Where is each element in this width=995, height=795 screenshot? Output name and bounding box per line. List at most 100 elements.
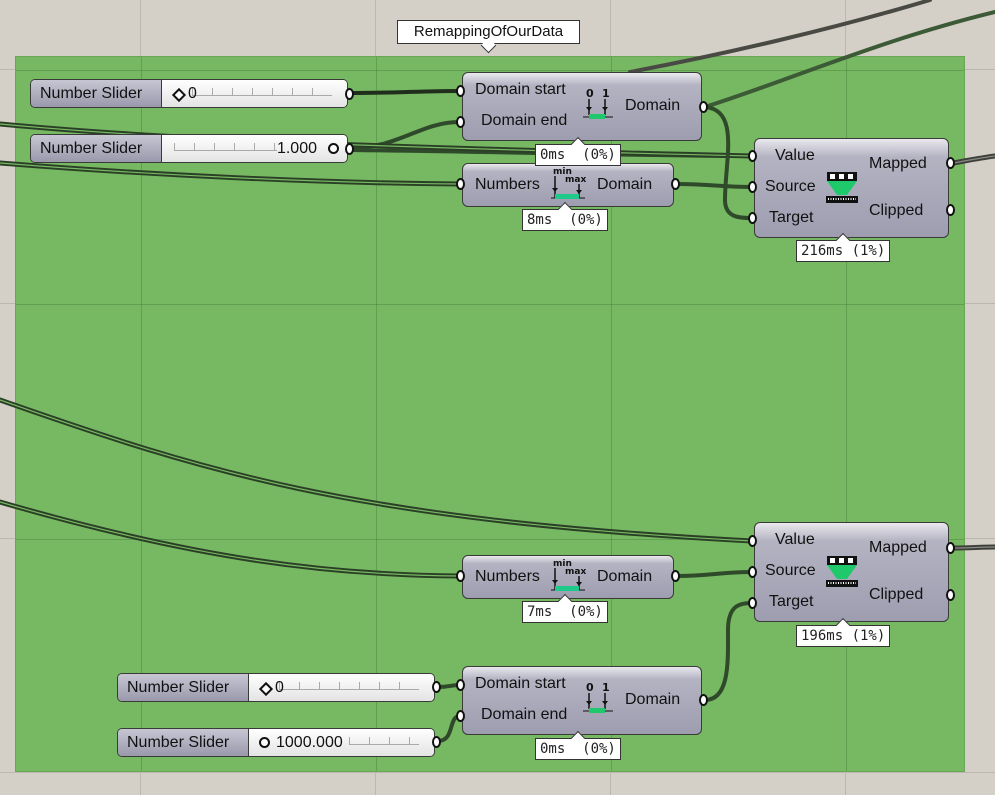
grid-line <box>611 57 612 771</box>
bounds-icon: min max <box>551 559 586 591</box>
bounds-component[interactable]: Numbers Domain min max <box>462 163 674 207</box>
slider-track[interactable]: 0 <box>162 80 347 107</box>
input-value: Value <box>775 147 815 164</box>
input-source: Source <box>765 178 816 195</box>
bounds-component[interactable]: Numbers Domain min max <box>462 555 674 599</box>
input-numbers: Numbers <box>475 176 540 193</box>
slider-handle-circle-icon[interactable] <box>259 737 270 748</box>
output-port[interactable] <box>432 736 441 748</box>
output-mapped: Mapped <box>869 539 927 556</box>
input-port[interactable] <box>748 535 757 547</box>
output-port[interactable] <box>432 681 441 693</box>
svg-text:0: 0 <box>586 681 594 694</box>
grid-line <box>376 57 377 771</box>
grid-line <box>846 57 847 771</box>
svg-text:max: max <box>565 567 586 577</box>
svg-text:max: max <box>565 175 586 185</box>
number-slider-start-bottom[interactable]: Number Slider 0 <box>117 673 435 702</box>
output-mapped: Mapped <box>869 155 927 172</box>
output-port[interactable] <box>946 589 955 601</box>
output-domain: Domain <box>597 176 653 193</box>
input-port[interactable] <box>748 150 757 162</box>
input-target: Target <box>769 593 814 610</box>
output-domain: Domain <box>625 97 681 114</box>
bounds-icon: min max <box>551 167 586 199</box>
profiler-timer: 216ms (1%) <box>796 240 891 262</box>
slider-track[interactable]: 0 <box>249 674 434 701</box>
input-source: Source <box>765 562 816 579</box>
input-port[interactable] <box>748 212 757 224</box>
slider-label: Number Slider <box>118 729 249 756</box>
output-domain: Domain <box>625 691 681 708</box>
construct-domain-icon: 0 1 <box>583 87 613 119</box>
grid-line <box>16 70 964 71</box>
profiler-timer: 0ms (0%) <box>535 144 621 166</box>
svg-text:min: min <box>553 559 572 569</box>
slider-value: 1.000 <box>276 140 317 157</box>
slider-track[interactable]: 1000.000 <box>249 729 434 756</box>
input-target: Target <box>769 209 814 226</box>
number-slider-end-bottom[interactable]: Number Slider 1000.000 <box>117 728 435 757</box>
svg-text:1: 1 <box>602 87 610 100</box>
grid-line <box>141 57 142 771</box>
slider-ticks <box>192 88 332 96</box>
output-port[interactable] <box>671 178 680 190</box>
remap-funnel-icon <box>826 556 858 587</box>
slider-handle-diamond-icon[interactable] <box>171 87 187 103</box>
profiler-timer: 8ms (0%) <box>522 209 608 231</box>
profiler-timer: 0ms (0%) <box>535 738 621 760</box>
input-port[interactable] <box>456 679 465 691</box>
slider-ticks <box>279 682 419 690</box>
slider-track[interactable]: 1.000 <box>162 135 347 162</box>
input-port[interactable] <box>456 570 465 582</box>
output-port[interactable] <box>671 570 680 582</box>
slider-value: 0 <box>275 679 284 696</box>
output-port[interactable] <box>946 542 955 554</box>
remap-numbers-component[interactable]: Value Source Target Mapped Clipped <box>754 522 949 622</box>
input-port[interactable] <box>456 710 465 722</box>
input-value: Value <box>775 531 815 548</box>
input-port[interactable] <box>456 178 465 190</box>
construct-domain-component[interactable]: Domain start Domain end Domain 0 1 <box>462 72 702 141</box>
input-domain-end: Domain end <box>481 706 568 723</box>
remap-numbers-component[interactable]: Value Source Target Mapped Clipped <box>754 138 949 238</box>
group-title[interactable]: RemappingOfOurData <box>397 20 580 44</box>
slider-label: Number Slider <box>118 674 249 701</box>
remap-funnel-icon <box>826 172 858 203</box>
svg-text:1: 1 <box>602 681 610 694</box>
input-numbers: Numbers <box>475 568 540 585</box>
input-port[interactable] <box>748 566 757 578</box>
input-port[interactable] <box>456 85 465 97</box>
input-port[interactable] <box>456 116 465 128</box>
output-domain: Domain <box>597 568 653 585</box>
slider-handle-circle-icon[interactable] <box>328 143 339 154</box>
number-slider-start-top[interactable]: Number Slider 0 <box>30 79 348 108</box>
output-port[interactable] <box>345 88 354 100</box>
input-port[interactable] <box>748 181 757 193</box>
grid-line <box>16 539 964 540</box>
output-clipped: Clipped <box>869 202 924 219</box>
grid-line <box>0 772 995 773</box>
grid-line <box>16 304 964 305</box>
input-port[interactable] <box>748 597 757 609</box>
profiler-timer: 7ms (0%) <box>522 601 608 623</box>
svg-text:0: 0 <box>586 87 594 100</box>
slider-value: 1000.000 <box>276 734 343 751</box>
slider-ticks <box>349 737 419 745</box>
slider-ticks <box>174 143 277 151</box>
output-port[interactable] <box>946 157 955 169</box>
profiler-timer: 196ms (1%) <box>796 625 891 647</box>
construct-domain-component[interactable]: Domain start Domain end Domain 0 1 <box>462 666 702 735</box>
input-domain-start: Domain start <box>475 81 566 98</box>
svg-text:min: min <box>553 167 572 177</box>
construct-domain-icon: 0 1 <box>583 681 613 713</box>
output-clipped: Clipped <box>869 586 924 603</box>
output-port[interactable] <box>699 101 708 113</box>
output-port[interactable] <box>699 694 708 706</box>
slider-handle-diamond-icon[interactable] <box>258 681 274 697</box>
number-slider-end-top[interactable]: Number Slider 1.000 <box>30 134 348 163</box>
output-port[interactable] <box>946 204 955 216</box>
output-port[interactable] <box>345 143 354 155</box>
slider-label: Number Slider <box>31 135 162 162</box>
